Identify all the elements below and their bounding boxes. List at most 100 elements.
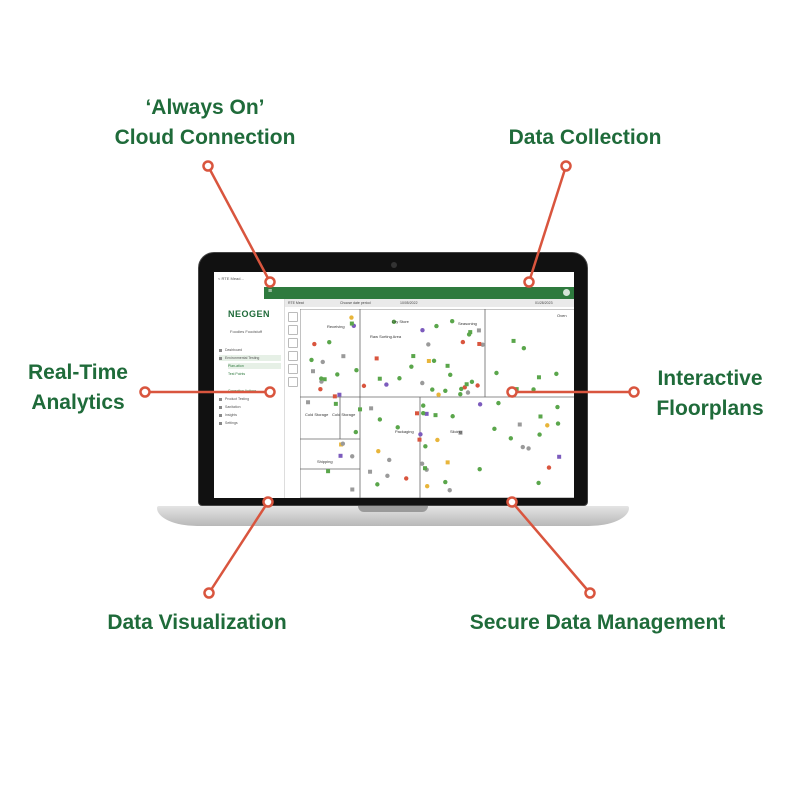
date-period-select[interactable]: Choose date period (340, 301, 371, 305)
zoom-in-button[interactable] (288, 338, 298, 348)
test-point-marker[interactable] (387, 457, 392, 463)
test-point-marker[interactable] (318, 386, 323, 392)
sidebar-item-dashboard[interactable]: Dashboard (219, 347, 281, 353)
test-point-marker[interactable] (319, 376, 324, 381)
test-point-marker[interactable] (496, 400, 501, 406)
test-point-marker[interactable] (377, 376, 382, 381)
test-point-marker[interactable] (511, 338, 516, 343)
sidebar-item-product-testing[interactable]: Product Testing (219, 396, 281, 402)
sidebar-item-test-points[interactable]: Test Points (228, 371, 281, 377)
sidebar-item-corrective-actions[interactable]: Corrective Actions (228, 388, 281, 394)
test-point-marker[interactable] (424, 411, 429, 416)
menu-icon[interactable]: ≡ (268, 288, 273, 295)
add-tool-button[interactable] (288, 325, 298, 335)
test-point-marker[interactable] (459, 386, 464, 392)
date-from[interactable]: 10/05/2022 (400, 301, 418, 305)
test-point-marker[interactable] (431, 358, 437, 364)
test-point-marker[interactable] (361, 383, 367, 389)
test-point-marker[interactable] (350, 487, 355, 492)
test-point-marker[interactable] (332, 394, 337, 399)
layer-tool-button[interactable] (288, 364, 298, 374)
sidebar-item-settings[interactable]: Settings (219, 420, 281, 426)
date-to[interactable]: 01/28/2023 (535, 301, 553, 305)
test-point-marker[interactable] (546, 465, 552, 470)
test-point-marker[interactable] (468, 330, 473, 335)
test-point-marker[interactable] (353, 429, 359, 435)
pin-tool-button[interactable] (288, 312, 298, 322)
test-point-marker[interactable] (433, 413, 438, 418)
test-point-marker[interactable] (340, 441, 346, 446)
test-point-marker[interactable] (537, 432, 542, 437)
test-point-marker[interactable] (333, 401, 338, 406)
test-point-marker[interactable] (514, 387, 519, 392)
test-point-marker[interactable] (517, 422, 522, 427)
test-point-marker[interactable] (520, 444, 525, 450)
test-point-marker[interactable] (475, 383, 480, 388)
test-point-marker[interactable] (349, 321, 354, 326)
test-point-marker[interactable] (443, 388, 448, 393)
test-point-marker[interactable] (426, 358, 431, 363)
test-point-marker[interactable] (384, 382, 389, 387)
test-point-marker[interactable] (494, 370, 499, 376)
edit-tool-button[interactable] (288, 377, 298, 387)
test-point-marker[interactable] (531, 387, 536, 392)
test-point-marker[interactable] (545, 423, 550, 428)
test-point-marker[interactable] (397, 376, 402, 381)
test-point-marker[interactable] (358, 407, 363, 412)
test-point-marker[interactable] (477, 341, 482, 346)
test-point-marker[interactable] (443, 479, 448, 485)
test-point-marker[interactable] (424, 484, 430, 489)
test-point-marker[interactable] (320, 359, 325, 365)
test-point-marker[interactable] (341, 354, 346, 359)
floorplan-canvas[interactable] (300, 309, 574, 498)
test-point-marker[interactable] (385, 473, 390, 479)
test-point-marker[interactable] (376, 448, 381, 454)
test-point-marker[interactable] (369, 406, 374, 411)
test-point-marker[interactable] (311, 369, 316, 374)
test-point-marker[interactable] (469, 379, 475, 385)
test-point-marker[interactable] (436, 392, 441, 397)
test-point-marker[interactable] (312, 341, 317, 347)
sidebar-item-environmental-testing[interactable]: Environmental Testing (219, 355, 281, 361)
test-point-marker[interactable] (418, 432, 423, 437)
test-point-marker[interactable] (477, 402, 483, 407)
test-point-marker[interactable] (464, 382, 469, 387)
test-point-marker[interactable] (404, 476, 409, 481)
test-point-marker[interactable] (526, 446, 531, 451)
test-point-marker[interactable] (555, 421, 561, 426)
avatar[interactable] (563, 289, 570, 296)
test-point-marker[interactable] (465, 390, 471, 395)
sidebar-item-sanitation[interactable]: Sanitation (219, 404, 281, 410)
test-point-marker[interactable] (445, 460, 450, 465)
test-point-marker[interactable] (374, 356, 379, 361)
test-point-marker[interactable] (458, 391, 463, 397)
test-point-marker[interactable] (420, 328, 425, 333)
floorplan[interactable]: Receiving Dry Store Seasoning Raw Sortin… (300, 309, 574, 498)
test-point-marker[interactable] (555, 404, 560, 410)
test-point-marker[interactable] (449, 319, 455, 324)
test-point-marker[interactable] (368, 469, 373, 474)
test-point-marker[interactable] (557, 454, 562, 459)
test-point-marker[interactable] (447, 488, 452, 493)
test-point-marker[interactable] (480, 342, 485, 347)
test-point-marker[interactable] (554, 371, 559, 377)
test-point-marker[interactable] (335, 372, 340, 377)
test-point-marker[interactable] (377, 417, 383, 422)
test-point-marker[interactable] (350, 454, 355, 459)
test-point-marker[interactable] (421, 410, 426, 416)
sidebar-item-plan-ation[interactable]: Plan-ation (228, 363, 281, 369)
test-point-marker[interactable] (477, 466, 482, 472)
test-point-marker[interactable] (417, 437, 422, 442)
test-point-marker[interactable] (419, 461, 425, 466)
test-point-marker[interactable] (423, 444, 428, 449)
test-point-marker[interactable] (326, 469, 331, 474)
test-point-marker[interactable] (306, 400, 311, 405)
test-point-marker[interactable] (354, 368, 359, 373)
test-point-marker[interactable] (421, 403, 426, 408)
test-point-marker[interactable] (422, 466, 427, 471)
test-point-marker[interactable] (337, 392, 342, 397)
test-point-marker[interactable] (476, 328, 481, 333)
test-point-marker[interactable] (492, 426, 497, 432)
test-point-marker[interactable] (521, 346, 527, 351)
test-point-marker[interactable] (327, 339, 332, 345)
